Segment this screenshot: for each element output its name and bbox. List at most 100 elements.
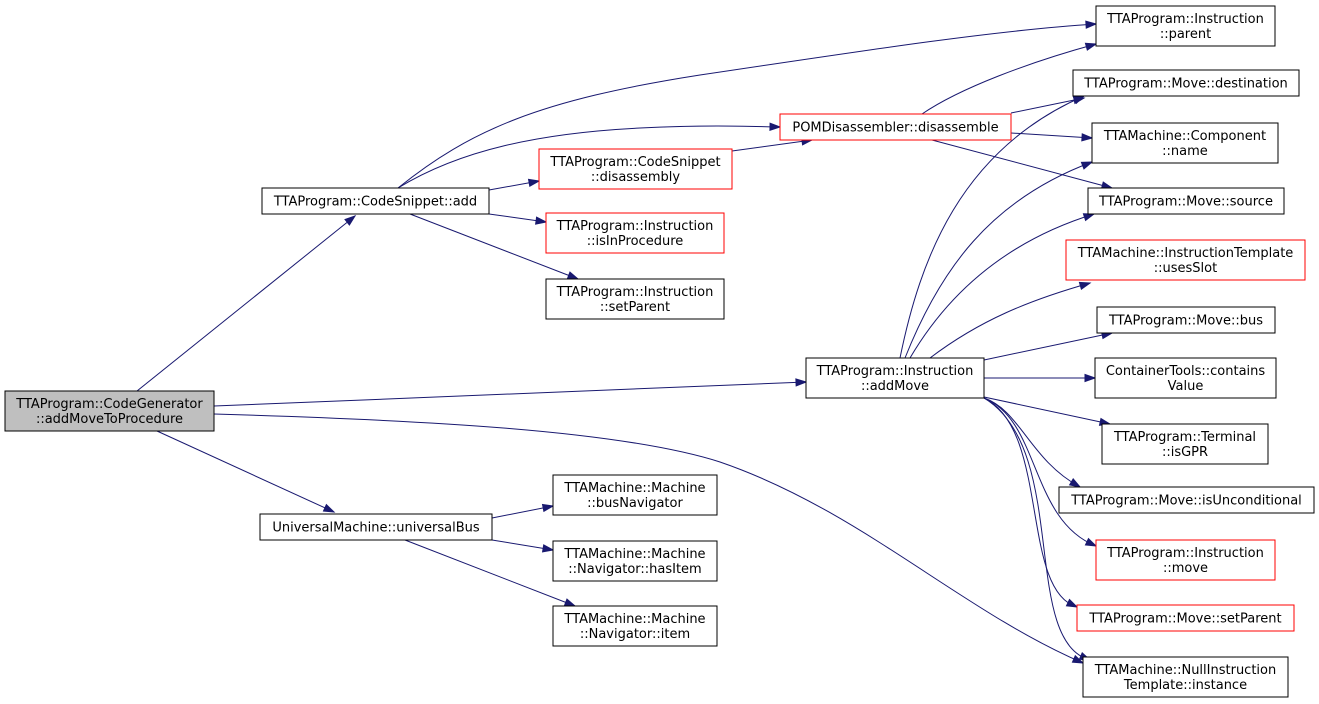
node-pom-dis[interactable]: POMDisassembler::disassemble: [779, 113, 1012, 141]
edge-pom-dis-to-ins-parent-line: [921, 43, 1097, 115]
node-label-line: TTAProgram::Terminal: [1113, 430, 1256, 445]
node-term-isgpr[interactable]: TTAProgram::Terminal::isGPR: [1101, 423, 1269, 465]
node-mv-source[interactable]: TTAProgram::Move::source: [1087, 187, 1285, 215]
node-label-line: ::Navigator::hasItem: [568, 562, 701, 577]
edge-um-bus-to-m-busnav-arrowhead: [541, 503, 555, 513]
node-it-usesslot[interactable]: TTAMachine::InstructionTemplate::usesSlo…: [1065, 239, 1306, 281]
node-mv-bus[interactable]: TTAProgram::Move::bus: [1096, 306, 1276, 334]
node-ins-move[interactable]: TTAProgram::Instruction::move: [1095, 539, 1276, 581]
edge-ins-addmove-to-term-isgpr: [983, 396, 1112, 426]
node-label-line: ::addMoveToProcedure: [36, 412, 183, 427]
node-box: [1065, 239, 1306, 281]
edge-ins-addmove-to-mv-setparent-arrowhead: [1065, 598, 1079, 608]
edge-ins-addmove-to-comp-name-line: [904, 161, 1093, 359]
edges-layer: [136, 20, 1114, 664]
node-cs-dis[interactable]: TTAProgram::CodeSnippet::disassembly: [538, 148, 733, 190]
edge-cs-add-to-ins-parent: [397, 20, 1098, 189]
node-mv-uncond[interactable]: TTAProgram::Move::isUnconditional: [1058, 486, 1315, 514]
node-label-line: TTAProgram::Instruction: [1106, 12, 1264, 27]
edge-cs-add-to-ins-inproc-arrowhead: [535, 216, 548, 225]
edge-pom-dis-to-mv-dest: [1010, 95, 1086, 114]
node-m-hasitem[interactable]: TTAMachine::Machine::Navigator::hasItem: [552, 540, 718, 582]
edge-cs-dis-to-pom-dis-line: [731, 139, 813, 152]
edge-cs-add-to-ins-setparent-arrowhead: [566, 271, 580, 280]
node-label-line: TTAProgram::Instruction: [816, 364, 974, 379]
node-label-line: ::Navigator::item: [580, 627, 690, 642]
edge-cs-add-to-cs-dis: [488, 178, 541, 191]
node-label-line: TTAProgram::Instruction: [556, 219, 714, 234]
node-box: [538, 148, 733, 190]
node-ins-setparent[interactable]: TTAProgram::Instruction::setParent: [545, 278, 725, 320]
edge-pom-dis-to-ins-parent-arrowhead: [1084, 42, 1098, 51]
edge-um-bus-to-m-hasitem-arrowhead: [541, 544, 555, 553]
node-box: [1072, 69, 1300, 97]
edge-ins-addmove-to-nit-instance: [983, 397, 1092, 661]
node-box: [1091, 122, 1279, 164]
edge-ins-addmove-to-ct-contains: [984, 373, 1097, 383]
node-mv-setparent[interactable]: TTAProgram::Move::setParent: [1076, 604, 1295, 632]
edge-ins-addmove-to-mv-source: [909, 213, 1096, 359]
node-label-line: ::isGPR: [1162, 445, 1208, 460]
edge-cs-add-to-pom-dis-line: [397, 125, 781, 189]
edge-ins-addmove-to-mv-source-line: [909, 213, 1095, 359]
node-comp-name[interactable]: TTAMachine::Component::name: [1091, 122, 1279, 164]
node-ins-inproc[interactable]: TTAProgram::Instruction::isInProcedure: [545, 212, 725, 254]
edge-ins-addmove-to-mv-source-arrowhead: [1082, 213, 1096, 222]
node-cs-add[interactable]: TTAProgram::CodeSnippet::add: [261, 187, 490, 215]
node-label-line: TTAMachine::InstructionTemplate: [1077, 246, 1294, 261]
edge-ins-addmove-to-it-usesslot-arrowhead: [1078, 281, 1092, 290]
node-label-line: TTAProgram::Instruction: [556, 285, 714, 300]
node-label-line: TTAMachine::Machine: [563, 547, 705, 562]
node-box: [1101, 423, 1269, 465]
node-ins-parent[interactable]: TTAProgram::Instruction::parent: [1095, 5, 1276, 47]
edge-cs-add-to-cs-dis-arrowhead: [527, 178, 541, 187]
node-box: [805, 357, 985, 399]
node-root[interactable]: TTAProgram::CodeGenerator::addMoveToProc…: [4, 390, 215, 432]
edge-root-to-cs-add: [136, 215, 357, 392]
nodes-layer: TTAProgram::CodeGenerator::addMoveToProc…: [4, 5, 1315, 698]
node-box: [4, 390, 215, 432]
edge-root-to-nit-instance-line: [213, 413, 1084, 664]
edge-cs-add-to-pom-dis: [397, 122, 782, 189]
node-label-line: TTAProgram::Move::setParent: [1088, 612, 1281, 627]
node-label-line: TTAProgram::CodeSnippet::add: [273, 195, 477, 210]
node-box: [1096, 306, 1276, 334]
edge-ins-addmove-to-mv-dest: [899, 95, 1086, 359]
node-box: [552, 540, 718, 582]
edge-ins-addmove-to-ct-contains-arrowhead: [1084, 373, 1097, 383]
edge-ins-addmove-to-it-usesslot: [929, 281, 1092, 359]
node-label-line: TTAProgram::CodeSnippet: [549, 155, 720, 170]
node-box: [1082, 656, 1289, 698]
edge-root-to-cs-add-arrowhead: [344, 215, 357, 226]
node-m-busnav[interactable]: TTAMachine::Machine::busNavigator: [552, 474, 718, 516]
edge-ins-addmove-to-it-usesslot-line: [929, 282, 1091, 359]
edge-cs-add-to-ins-parent-line: [397, 23, 1097, 189]
edge-pom-dis-to-ins-parent: [921, 42, 1098, 115]
edge-cs-add-to-pom-dis-arrowhead: [769, 122, 782, 131]
edge-ins-addmove-to-mv-uncond-arrowhead: [1068, 478, 1082, 488]
edge-ins-addmove-to-mv-dest-line: [899, 95, 1085, 359]
node-box: [1058, 486, 1315, 514]
node-label-line: ::usesSlot: [1154, 261, 1217, 276]
node-m-item[interactable]: TTAMachine::Machine::Navigator::item: [552, 605, 718, 647]
node-box: [259, 513, 493, 541]
edge-pom-dis-to-comp-name-line: [1010, 132, 1093, 139]
edge-cs-add-to-ins-parent-arrowhead: [1085, 20, 1098, 29]
edge-root-to-um-bus-arrowhead: [322, 503, 336, 513]
node-box: [779, 113, 1012, 141]
node-nit-instance[interactable]: TTAMachine::NullInstructionTemplate::ins…: [1082, 656, 1289, 698]
node-box: [1094, 357, 1277, 399]
node-um-bus[interactable]: UniversalMachine::universalBus: [259, 513, 493, 541]
node-label-line: ::busNavigator: [587, 496, 683, 511]
node-label-line: ::name: [1162, 144, 1208, 159]
edge-root-to-nit-instance: [213, 413, 1085, 664]
edge-um-bus-to-m-item-arrowhead: [563, 598, 577, 607]
node-ins-addmove[interactable]: TTAProgram::Instruction::addMove: [805, 357, 985, 399]
edge-ins-addmove-to-ins-move-arrowhead: [1084, 537, 1098, 547]
edge-ins-addmove-to-comp-name: [904, 161, 1094, 359]
edge-pom-dis-to-comp-name: [1010, 132, 1094, 142]
edge-ins-addmove-to-mv-bus-line: [983, 332, 1113, 361]
edge-cs-add-to-ins-setparent-line: [409, 213, 579, 280]
node-mv-dest[interactable]: TTAProgram::Move::destination: [1072, 69, 1300, 97]
